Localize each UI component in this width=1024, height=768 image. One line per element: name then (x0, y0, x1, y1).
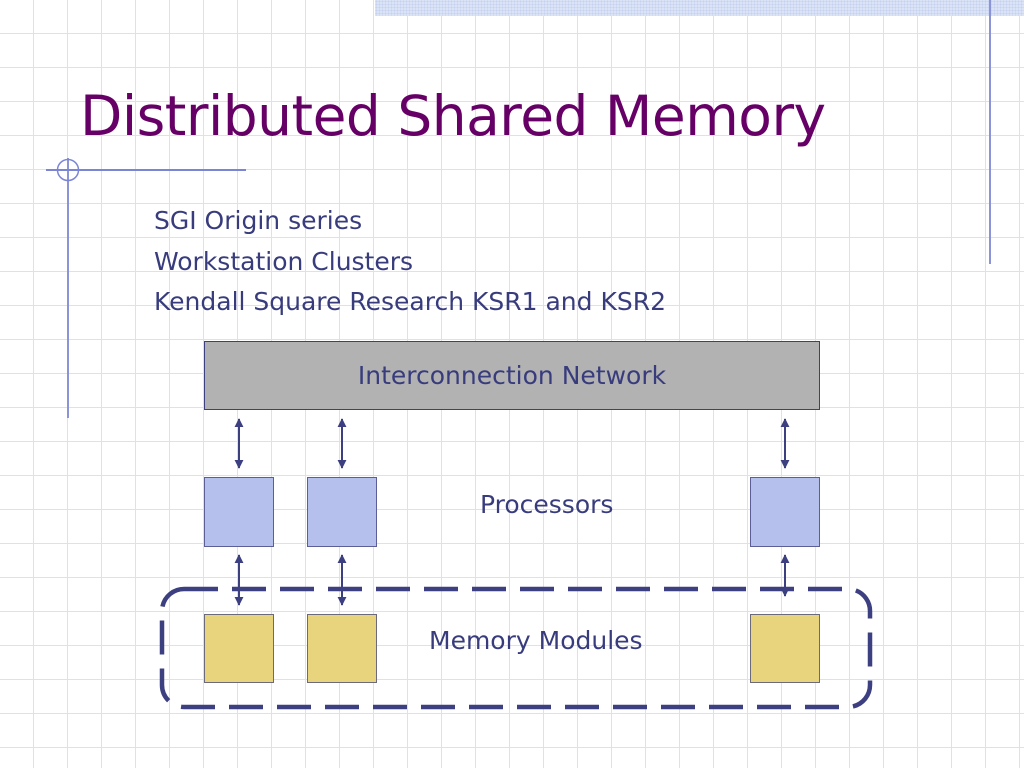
decorative-top-band (375, 0, 1024, 16)
decorative-title-underline (46, 169, 246, 171)
memory-module-box (750, 614, 820, 683)
bullet-item: Kendall Square Research KSR1 and KSR2 (154, 287, 666, 316)
bullet-item: Workstation Clusters (154, 246, 414, 276)
decorative-right-vertical-line (989, 0, 991, 264)
interconnection-network-box: Interconnection Network (204, 341, 820, 410)
processor-box (307, 477, 377, 547)
memory-modules-label: Memory Modules (429, 626, 643, 655)
network-label: Interconnection Network (357, 361, 667, 390)
memory-group-dashed-border (159, 586, 873, 710)
memory-module-box (307, 614, 377, 683)
processors-label: Processors (480, 490, 614, 519)
bullet-list: SGI Origin series Workstation Clusters K… (154, 201, 666, 323)
decorative-left-vertical-line (67, 158, 69, 418)
slide-title: Distributed Shared Memory (80, 84, 826, 148)
processor-box (750, 477, 820, 547)
decorative-circle-icon (56, 158, 80, 182)
bullet-item: SGI Origin series (154, 206, 363, 235)
memory-module-box (204, 614, 274, 683)
processor-box (204, 477, 274, 547)
